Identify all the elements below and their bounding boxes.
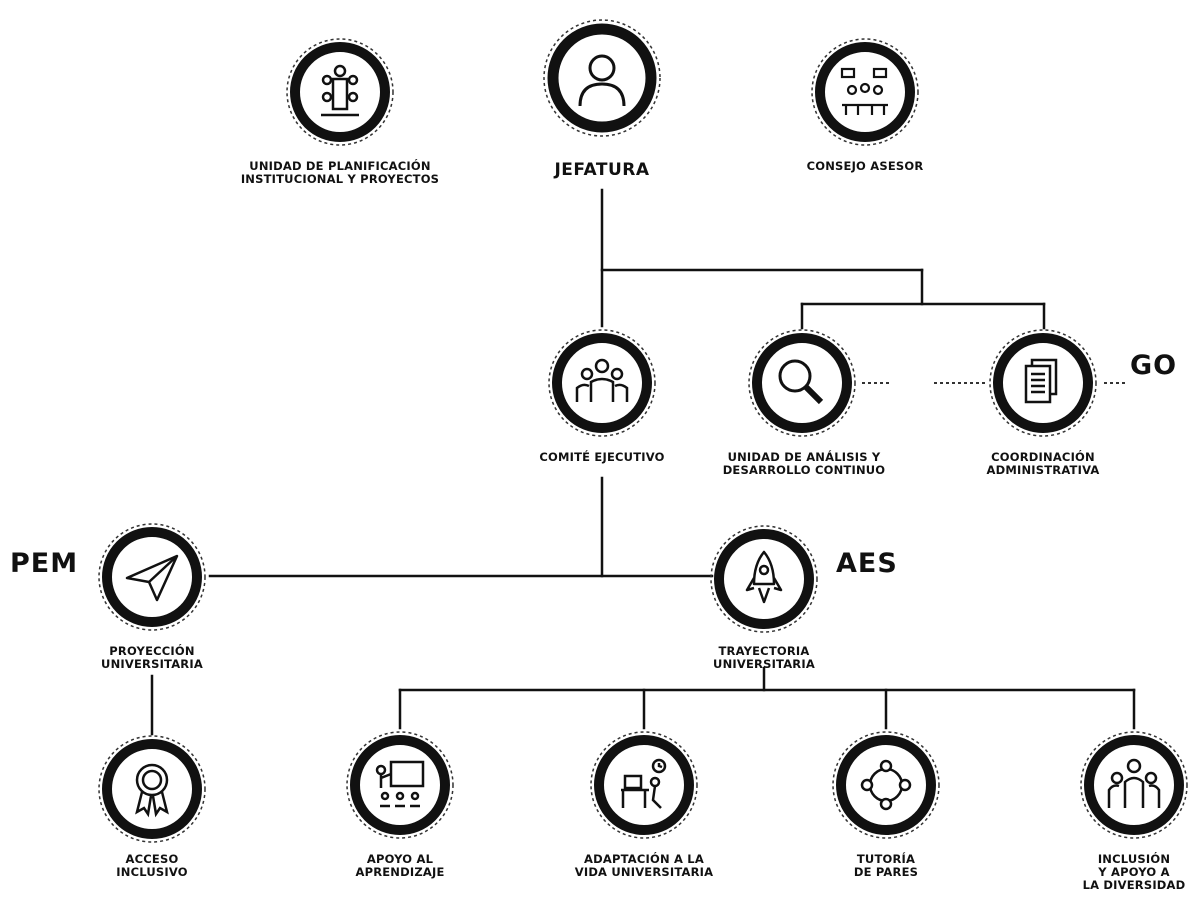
node-label-proyeccion: PROYECCIÓN UNIVERSITARIA [101,644,203,671]
peer-circle-icon [832,731,940,839]
council-discussion-icon [811,38,919,146]
node-label-planificacion: UNIDAD DE PLANIFICACIÓN INSTITUCIONAL Y … [240,159,440,186]
meeting-table-icon [286,38,394,146]
node-label-adaptacion: ADAPTACIÓN A LA VIDA UNIVERSITARIA [574,852,714,879]
node-label-apoyo: APOYO AL APRENDIZAJE [355,852,445,879]
node-label-trayectoria: TRAYECTORIA UNIVERSITARIA [713,644,815,671]
node-label-acceso: ACCESO INCLUSIVO [116,852,188,879]
teacher-board-icon [346,731,454,839]
desk-clock-icon [590,731,698,839]
award-ribbon-icon [98,735,206,843]
tag-go: GO [1130,350,1178,381]
magnifier-icon [748,329,856,437]
tag-pem: PEM [10,548,79,579]
people-group-icon [1080,731,1188,839]
node-label-consejo: CONSEJO ASESOR [806,159,924,173]
tag-aes: AES [836,548,898,579]
documents-icon [989,329,1097,437]
node-label-analisis: UNIDAD DE ANÁLISIS Y DESARROLLO CONTINUO [722,450,886,477]
team-group-icon [548,329,656,437]
node-label-jefatura: JEFATURA [554,160,650,180]
node-label-inclusion: INCLUSIÓN Y APOYO A LA DIVERSIDAD [1082,852,1186,892]
node-label-comite: COMITÉ EJECUTIVO [539,450,665,464]
paper-plane-icon [98,523,206,631]
person-icon [543,19,661,137]
rocket-icon [710,525,818,633]
node-label-coordinacion: COORDINACIÓN ADMINISTRATIVA [986,450,1100,477]
node-label-tutoria: TUTORÍA DE PARES [853,852,919,879]
